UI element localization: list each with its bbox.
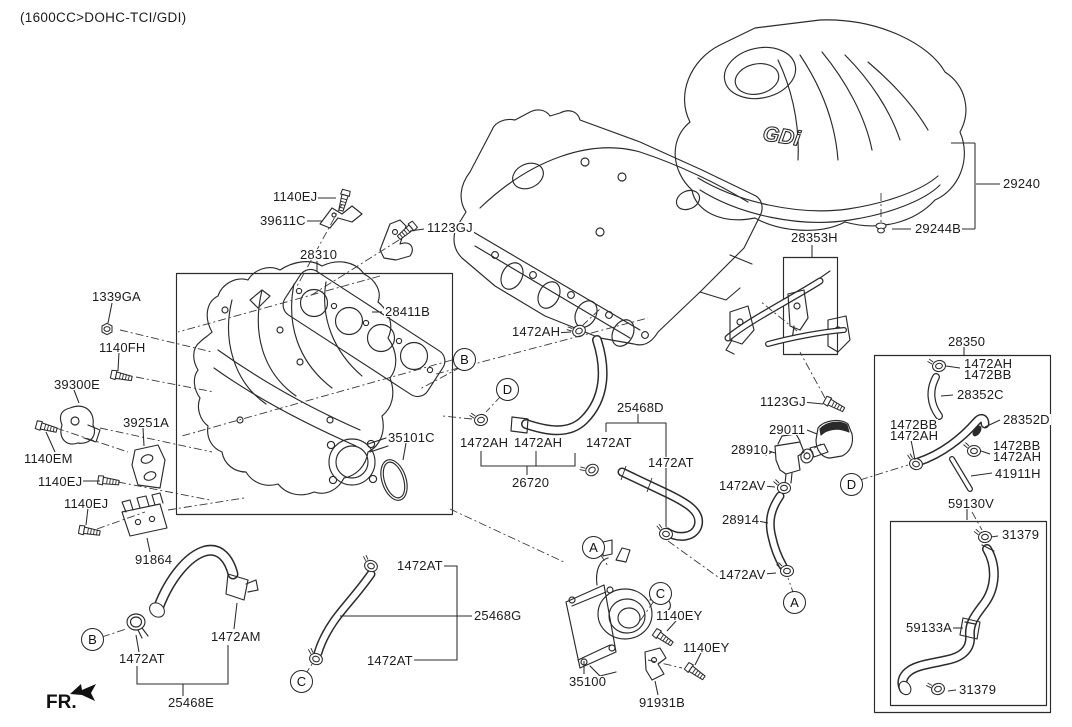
part-label-29011: 29011 [768, 422, 807, 437]
part-label-1472ah-l2: 1472AH [889, 428, 940, 443]
tube-41911h-drawing [949, 456, 973, 492]
part-label-1140ej-b: 1140EJ [37, 474, 84, 489]
part-label-1472bb-t1: 1472BB [963, 367, 1013, 382]
purge-valve-28910-drawing [765, 433, 814, 485]
hose-26720-drawing [510, 335, 608, 436]
part-label-1472av-b: 1472AV [718, 567, 767, 582]
callout-d-1: D [496, 378, 519, 401]
part-label-1140ej-c: 1140EJ [63, 496, 110, 511]
part-label-1472at-e: 1472AT [118, 651, 166, 666]
part-label-1472at-d1: 1472AT [585, 435, 633, 450]
hose-28352c-drawing [927, 373, 943, 420]
intake-manifold-drawing [193, 261, 408, 501]
part-label-1140fh: 1140FH [98, 340, 147, 355]
engine-cover-drawing [674, 19, 967, 231]
callout-c-1: C [649, 582, 672, 605]
part-label-29244b: 29244B [914, 221, 963, 236]
part-label-91864: 91864 [134, 552, 174, 567]
bracket-91864-drawing [121, 492, 168, 537]
part-label-25468g: 25468G [473, 608, 523, 623]
part-label-1140em: 1140EM [23, 451, 74, 466]
hose-28914-drawing [765, 491, 788, 571]
part-label-1472ah-l: 1472AH [459, 435, 510, 450]
callout-b-1: B [453, 348, 476, 371]
hose-25468d-drawing [617, 465, 704, 541]
part-label-35100: 35100 [568, 674, 608, 689]
canister-bracket-29011-drawing [809, 419, 854, 459]
hose-59130v-drawing [897, 544, 999, 696]
label-leader-lines [45, 142, 1001, 696]
bracket-39251a-drawing [131, 444, 166, 489]
engine-head-drawing [453, 109, 763, 347]
bracket-28353h-drawing [724, 270, 851, 355]
part-label-91931b: 91931B [638, 695, 687, 710]
part-label-1472at-g1: 1472AT [396, 558, 444, 573]
part-label-1472bb-l: 1472BB [889, 417, 939, 432]
part-label-25468d: 25468D [616, 400, 665, 415]
part-label-28350: 28350 [947, 334, 987, 349]
part-label-1472at-g2: 1472AT [366, 653, 414, 668]
part-label-1472ah-r2: 1472AH [992, 449, 1043, 464]
part-label-1472am: 1472AM [210, 629, 262, 644]
part-label-1472ah-t1: 1472AH [963, 356, 1014, 371]
fr-direction-arrow [70, 684, 96, 701]
part-label-39300e: 39300E [53, 377, 102, 392]
part-label-1472ah-r: 1472AH [513, 435, 564, 450]
part-label-28353h: 28353H [790, 230, 839, 245]
part-label-59133a: 59133A [905, 620, 954, 635]
bracket-91931b-drawing [644, 647, 667, 681]
fr-direction-label: FR. [46, 692, 77, 713]
throttle-body-drawing [565, 539, 671, 677]
callout-d-2: D [840, 473, 863, 496]
gdi-logo: GDi [761, 122, 803, 151]
part-label-28914: 28914 [721, 512, 761, 527]
hose-25468e-drawing [149, 544, 259, 618]
part-label-26720: 26720 [511, 475, 551, 490]
gasket-drawing [282, 268, 446, 398]
sensor-39300e-drawing [59, 405, 101, 445]
part-label-1472at-d2: 1472AT [647, 455, 695, 470]
part-label-1123gj-a: 1123GJ [426, 220, 474, 235]
part-label-28352d: 28352D [1002, 412, 1051, 427]
part-label-41911h: 41911H [994, 466, 1042, 481]
bracket-1123gj-drawing [379, 219, 413, 261]
part-label-28411b: 28411B [384, 304, 432, 319]
part-label-1472bb-r: 1472BB [992, 438, 1042, 453]
part-label-1472ah-head: 1472AH [511, 324, 562, 339]
part-label-1123gj-b: 1123GJ [759, 394, 807, 409]
hose-25468g-drawing [313, 569, 376, 658]
callout-a-1: A [582, 536, 605, 559]
part-label-35101c: 35101C [387, 430, 436, 445]
part-label-1140ey-a: 1140EY [655, 608, 704, 623]
part-label-28310: 28310 [299, 247, 339, 262]
callout-c-2: C [290, 670, 313, 693]
part-label-1472av-a: 1472AV [718, 478, 767, 493]
part-label-25468e: 25468E [167, 695, 216, 710]
part-label-1339ga: 1339GA [91, 289, 142, 304]
grouping-boxes [175, 256, 1052, 714]
part-label-59130v: 59130V [947, 496, 996, 511]
part-label-39251a: 39251A [122, 415, 171, 430]
callout-a-2: A [783, 591, 806, 614]
part-label-29240: 29240 [1002, 176, 1042, 191]
diagram-title: (1600CC>DOHC-TCI/GDI) [20, 10, 187, 25]
part-label-1140ey-b: 1140EY [682, 640, 731, 655]
fastener-glyphs [34, 188, 993, 698]
hose-28352d-drawing [913, 413, 990, 467]
assembly-dash-lines [55, 193, 983, 676]
part-label-28910: 28910 [730, 442, 770, 457]
callout-b-2: B [81, 628, 104, 651]
part-label-28352c: 28352C [956, 387, 1005, 402]
part-label-31379-a: 31379 [1001, 527, 1041, 542]
part-label-1140ej-a: 1140EJ [272, 189, 319, 204]
part-label-39611c: 39611C [259, 213, 307, 228]
part-label-31379-b: 31379 [958, 682, 998, 697]
